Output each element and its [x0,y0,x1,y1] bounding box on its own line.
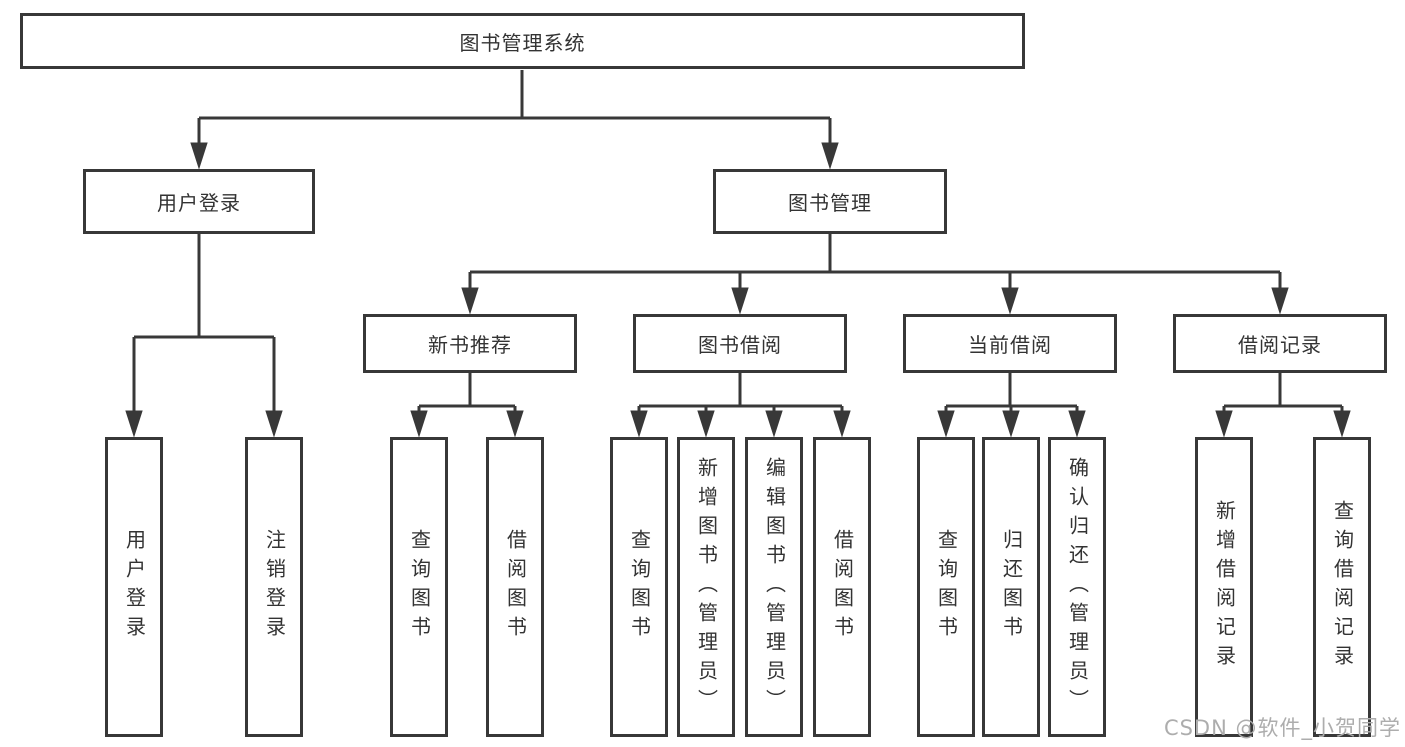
arrow-head-icon [1271,287,1289,315]
arrow-head-icon [833,410,851,438]
leaf-query-book-recommend-label: 查询图书 [407,529,432,645]
arrow-head-icon [821,142,839,170]
node-user-login: 用户登录 [83,169,315,234]
arrow-head-icon [630,410,648,438]
arrow-head-icon [410,410,428,438]
arrow-head-icon [1068,410,1086,438]
arrow-heads [125,142,1351,438]
connector-book-management-to-level3 [468,234,1282,293]
connector-new-book-recommend-to-leaves [417,373,517,416]
leaf-confirm-return-admin: 确认归还（管理员） [1048,437,1106,737]
leaf-logout-label: 注销登录 [262,529,287,645]
leaf-query-borrow-record-label: 查询借阅记录 [1330,500,1355,674]
leaf-add-borrow-record: 新增借阅记录 [1195,437,1253,737]
leaf-user-login: 用户登录 [105,437,163,737]
leaf-query-book-current: 查询图书 [917,437,975,737]
arrow-head-icon [765,410,783,438]
leaf-query-book-recommend: 查询图书 [390,437,448,737]
leaf-user-login-label: 用户登录 [122,529,147,645]
arrow-head-icon [265,410,283,438]
node-book-borrow: 图书借阅 [633,314,847,373]
leaf-logout: 注销登录 [245,437,303,737]
leaf-borrow-book-label: 借阅图书 [830,529,855,645]
leaf-confirm-return-admin-label: 确认归还（管理员） [1065,456,1090,718]
leaf-return-book: 归还图书 [982,437,1040,737]
arrow-head-icon [731,287,749,315]
connector-borrow-record-to-leaves [1222,373,1344,416]
node-current-borrow-label: 当前借阅 [968,333,1052,357]
leaf-add-book-admin-label: 新增图书（管理员） [694,456,719,718]
connector-current-borrow-to-leaves [944,373,1079,416]
node-book-management-label: 图书管理 [788,191,872,215]
leaf-edit-book-admin: 编辑图书（管理员） [745,437,803,737]
node-new-book-recommend-label: 新书推荐 [428,333,512,357]
arrow-head-icon [190,142,208,170]
arrow-head-icon [125,410,143,438]
leaf-add-borrow-record-label: 新增借阅记录 [1212,500,1237,674]
node-current-borrow: 当前借阅 [903,314,1117,373]
connector-root-to-level2 [197,70,832,147]
arrow-head-icon [1001,287,1019,315]
leaf-borrow-book-recommend: 借阅图书 [486,437,544,737]
leaf-query-book-current-label: 查询图书 [934,529,959,645]
connector-user-login-to-leaves [132,234,276,416]
arrow-head-icon [461,287,479,315]
connector-book-borrow-to-leaves [637,373,844,416]
leaf-borrow-book-recommend-label: 借阅图书 [503,529,528,645]
node-book-borrow-label: 图书借阅 [698,333,782,357]
node-borrow-record: 借阅记录 [1173,314,1387,373]
leaf-query-book-borrow-label: 查询图书 [627,529,652,645]
node-book-management: 图书管理 [713,169,947,234]
arrow-head-icon [697,410,715,438]
leaf-query-borrow-record: 查询借阅记录 [1313,437,1371,737]
leaf-return-book-label: 归还图书 [999,529,1024,645]
node-borrow-record-label: 借阅记录 [1238,333,1322,357]
arrow-head-icon [1002,410,1020,438]
node-root: 图书管理系统 [20,13,1025,69]
arrow-head-icon [937,410,955,438]
node-root-label: 图书管理系统 [459,30,586,55]
node-new-book-recommend: 新书推荐 [363,314,577,373]
arrow-head-icon [1215,410,1233,438]
leaf-add-book-admin: 新增图书（管理员） [677,437,735,737]
leaf-edit-book-admin-label: 编辑图书（管理员） [762,456,787,718]
arrow-head-icon [1333,410,1351,438]
node-user-login-label: 用户登录 [157,191,241,215]
leaf-query-book-borrow: 查询图书 [610,437,668,737]
arrow-head-icon [506,410,524,438]
leaf-borrow-book: 借阅图书 [813,437,871,737]
